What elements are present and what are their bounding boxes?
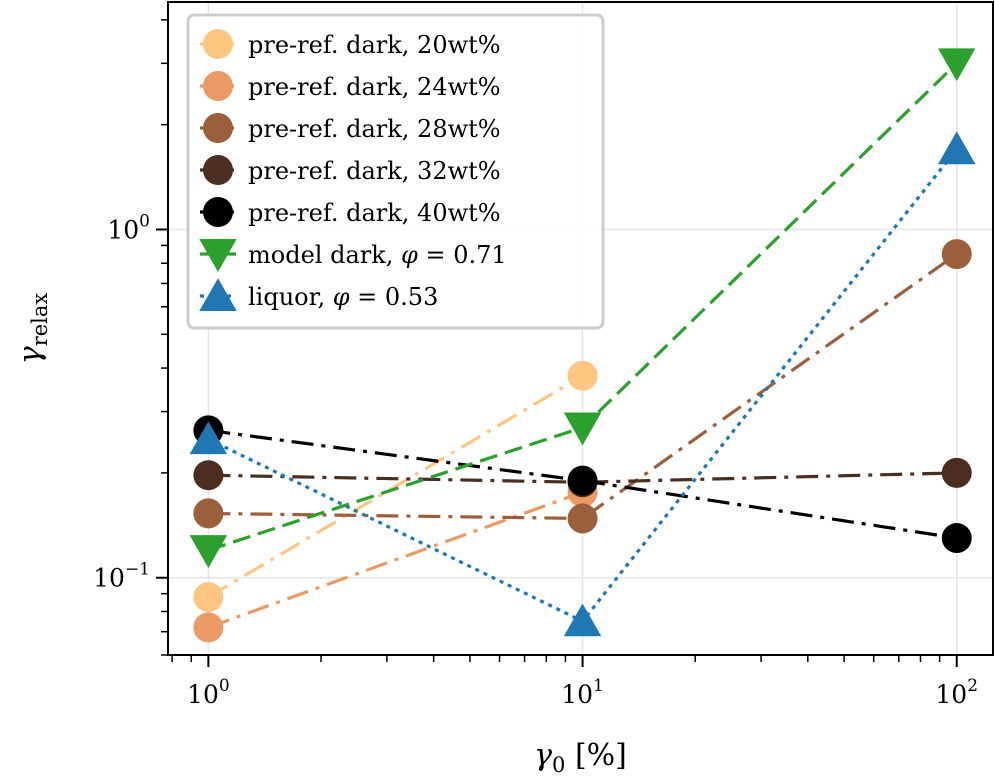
legend-marker [199,239,237,272]
legend-item: pre-ref. dark, 24wt% [200,71,501,101]
legend-item: liquor, φ = 0.53 [199,278,438,311]
legend-item: pre-ref. dark, 28wt% [200,113,501,143]
series-layer [189,48,976,643]
legend-label: liquor, φ = 0.53 [248,283,438,311]
data-point [937,48,976,82]
data-point [193,582,224,613]
legend-label-symbol: φ [401,241,418,269]
series-line [208,252,958,521]
y-axis-label-sub: relax [28,293,52,347]
legend-marker [203,197,233,227]
x-tick-label-exp: 0 [219,676,230,696]
legend-label: pre-ref. dark, 24wt% [248,73,501,101]
legend-label-suffix: = 0.71 [418,241,507,269]
data-point [193,498,224,529]
y-axis-label-symbol: γ [13,346,48,364]
data-point [189,535,228,568]
series-0 [193,360,598,613]
x-axis-label-symbol: γ [534,738,552,773]
y-tick-label-base: 10 [93,564,125,593]
x-tick-label: 101 [561,676,604,709]
data-point [563,412,602,446]
data-point [193,460,224,491]
series-line [207,374,584,599]
legend-item: pre-ref. dark, 32wt% [200,155,501,185]
data-point [563,603,602,637]
legend-label-prefix: liquor, [248,283,333,311]
x-tick-label-base: 10 [187,680,219,709]
legend-label-suffix: = 0.53 [350,283,439,311]
data-point [567,465,598,496]
legend-marker [203,71,233,101]
y-tick-label: 100 [107,211,150,244]
legend-marker [199,278,237,311]
x-tick-label: 102 [935,676,978,709]
legend-label: pre-ref. dark, 40wt% [248,199,501,227]
data-point [937,131,976,165]
data-point [941,457,972,488]
x-axis-label: γ0 [%] [534,738,627,777]
legend-label: pre-ref. dark, 20wt% [248,31,501,59]
legend-label: pre-ref. dark, 28wt% [248,115,501,143]
y-tick-label-exp: −1 [125,560,150,580]
legend-item: pre-ref. dark, 40wt% [200,197,501,227]
y-tick-label-exp: 0 [139,211,150,231]
legend-label-prefix: model dark, [248,241,401,269]
legend-item: model dark, φ = 0.71 [199,239,507,272]
legend-item: pre-ref. dark, 20wt% [200,29,501,59]
x-tick-label-exp: 2 [967,676,978,696]
x-axis-label-unit: [%] [565,738,626,773]
data-point [567,360,598,391]
legend-box [186,13,605,330]
x-tick-label-base: 10 [561,680,593,709]
x-tick-label-exp: 1 [593,676,604,696]
series-line [207,490,584,629]
data-point [941,239,972,270]
data-point [567,503,598,534]
legend: pre-ref. dark, 20wt% pre-ref. dark, 24wt%… [186,13,605,330]
x-tick-label-base: 10 [935,680,967,709]
series-2 [193,239,972,534]
legend-label: model dark, φ = 0.71 [248,241,507,269]
x-axis-label-sub: 0 [552,753,565,777]
y-tick-label-base: 10 [107,215,139,244]
data-point [189,421,228,455]
legend-marker [203,155,233,185]
data-point [193,612,224,643]
legend-label-symbol: φ [333,283,350,311]
legend-marker [203,29,233,59]
legend-label: pre-ref. dark, 32wt% [248,157,501,185]
series-6 [189,131,976,637]
series-1 [193,477,598,643]
y-tick-label: 10−1 [93,560,150,593]
legend-marker [203,113,233,143]
data-point [941,523,972,554]
series-5 [189,48,976,568]
plot-frame [167,1,994,656]
y-axis-label: γrelax [13,293,52,365]
x-tick-label: 100 [187,676,230,709]
